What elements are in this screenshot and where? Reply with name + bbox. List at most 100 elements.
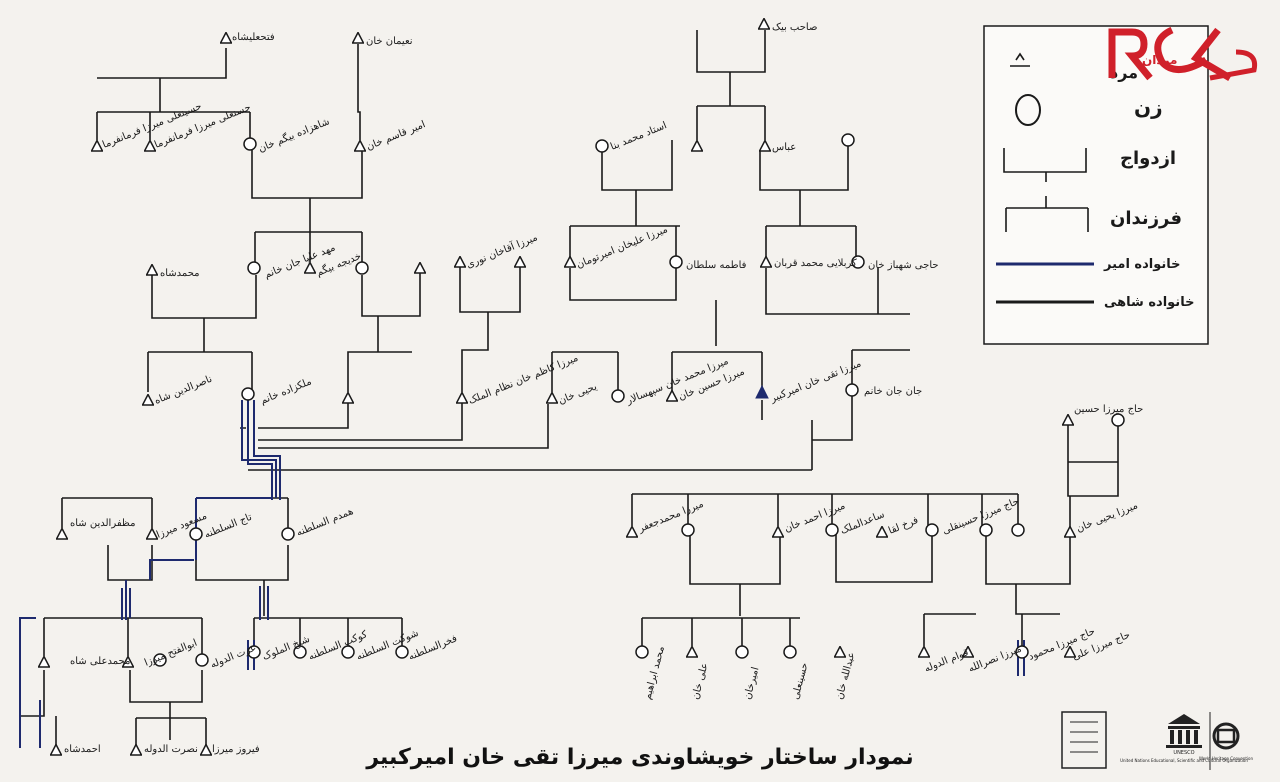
unesco-label: UNESCO (1173, 750, 1194, 756)
marriage-legend-icon (1003, 148, 1087, 182)
legend-woman: زن (1134, 95, 1163, 119)
man-symbol (220, 32, 232, 44)
name-label: میرزا نصرالله (967, 644, 1023, 675)
name-label: حسینعلی (790, 662, 810, 701)
man-symbol (514, 256, 526, 268)
man-symbol (1062, 414, 1074, 426)
man-symbol (759, 140, 771, 152)
name-label: ملکزاده خانم (259, 376, 313, 406)
name-label: نعیمان خان (366, 36, 413, 47)
man-symbol (414, 262, 426, 274)
man-symbol (546, 392, 558, 404)
man-symbol (760, 256, 772, 268)
woman-symbol (281, 527, 295, 541)
amir-family-lines (19, 400, 1025, 748)
name-label: فیروز میرزا (212, 744, 260, 755)
watermark-text: مردان (1142, 53, 1177, 67)
woman-symbol (595, 139, 609, 153)
name-label: حاج میرزا حسین (1074, 404, 1143, 415)
man-symbol (200, 744, 212, 756)
woman-symbol (841, 133, 855, 147)
woman-symbol (735, 645, 749, 659)
man-symbol (876, 526, 888, 538)
legend-royal-family: خانواده شاهی (1104, 295, 1194, 310)
woman-symbol (247, 645, 261, 659)
name-label: استاد محمد بنا (609, 120, 669, 153)
name-label: کربلایی محمد قربان (774, 258, 857, 269)
watermark-logo: مردان (1108, 26, 1258, 82)
name-label: محمدشاه (160, 268, 200, 279)
woman-symbol (189, 527, 203, 541)
name-label: تاج السلطنه (203, 512, 254, 541)
world-heritage-icon (1212, 722, 1240, 750)
amir-kabir-symbol (755, 384, 769, 399)
unesco-text: United Nations Educational, Scientific a… (1120, 758, 1248, 763)
woman-symbol (395, 645, 409, 659)
man-symbol (342, 392, 354, 404)
person-symbols (38, 18, 1125, 756)
man-symbol (1064, 526, 1076, 538)
name-label: امیرخان (742, 666, 761, 701)
unesco-temple-icon (1166, 714, 1202, 748)
woman-symbol (247, 261, 261, 275)
woman-symbol (195, 653, 209, 667)
name-label: قوام الدوله (923, 647, 970, 675)
name-label: عبدالله خان (834, 651, 857, 701)
man-legend-icon (1010, 52, 1030, 67)
name-label: میرزا یحیی خان (1075, 500, 1139, 535)
name-label: محمدعلی شاه (70, 656, 130, 667)
woman-symbol (1111, 413, 1125, 427)
man-symbol (352, 32, 364, 44)
woman-legend-icon (1015, 94, 1041, 126)
legend-marriage: ازدواج (1120, 148, 1176, 169)
name-label: فرخ لقا (887, 515, 920, 537)
man-symbol (564, 256, 576, 268)
name-label: فاطمه سلطان (686, 260, 747, 271)
name-label: جان جان خانم (864, 386, 922, 397)
man-symbol (146, 264, 158, 276)
name-label: میرزا تقی خان امیرکبیر (768, 358, 863, 405)
woman-symbol (241, 387, 255, 401)
man-symbol (56, 528, 68, 540)
man-symbol (38, 656, 50, 668)
name-label: ناصرالدین شاه (153, 374, 214, 407)
woman-symbol (845, 383, 859, 397)
name-label: حسنعلی میرزا فرمانفرما (153, 102, 253, 151)
unesco-logos: UNESCO United Nations Educational, Scien… (1061, 711, 1254, 770)
woman-symbol (1015, 645, 1029, 659)
name-label: امیر قاسم خان (365, 119, 427, 153)
man-symbol (454, 256, 466, 268)
legend-box (983, 25, 1209, 345)
man-symbol (758, 18, 770, 30)
name-label: میرزا آقاخان نوری (464, 230, 539, 270)
woman-symbol (925, 523, 939, 537)
name-label: همدم السلطنه (295, 506, 355, 539)
person-labels: فتحعلیشاه نعیمان خان صاحب بیک حسینعلی می… (64, 22, 1143, 755)
woman-symbol (851, 255, 865, 269)
cultural-heritage-emblem (1061, 711, 1107, 769)
legend-amir-family: خانواده امیر (1103, 257, 1181, 272)
connector-lines (20, 30, 1119, 746)
children-legend-icon (1005, 196, 1089, 232)
name-label: شاهزاده بیگم خان (257, 115, 332, 154)
name-label: یحیی خان (557, 381, 599, 406)
man-symbol (691, 140, 703, 152)
diagram-title: نمودار ساختار خویشاوندی میرزا تقی خان ام… (365, 745, 913, 770)
woman-symbol (669, 255, 683, 269)
name-label: مظفرالدین شاه (70, 518, 135, 529)
woman-symbol (783, 645, 797, 659)
man-symbol (456, 392, 468, 404)
woman-symbol (153, 653, 167, 667)
name-label: ابوالفتح میرزا (143, 638, 199, 669)
heritage-text: World Heritage Convention (1199, 756, 1254, 761)
woman-symbol (979, 523, 993, 537)
woman-symbol (355, 261, 369, 275)
man-symbol (918, 646, 930, 658)
man-symbol (130, 744, 142, 756)
woman-symbol (341, 645, 355, 659)
man-symbol (834, 646, 846, 658)
name-label: فتحعلیشاه (232, 32, 275, 43)
name-label: عباس (772, 142, 796, 153)
woman-symbol (1011, 523, 1025, 537)
